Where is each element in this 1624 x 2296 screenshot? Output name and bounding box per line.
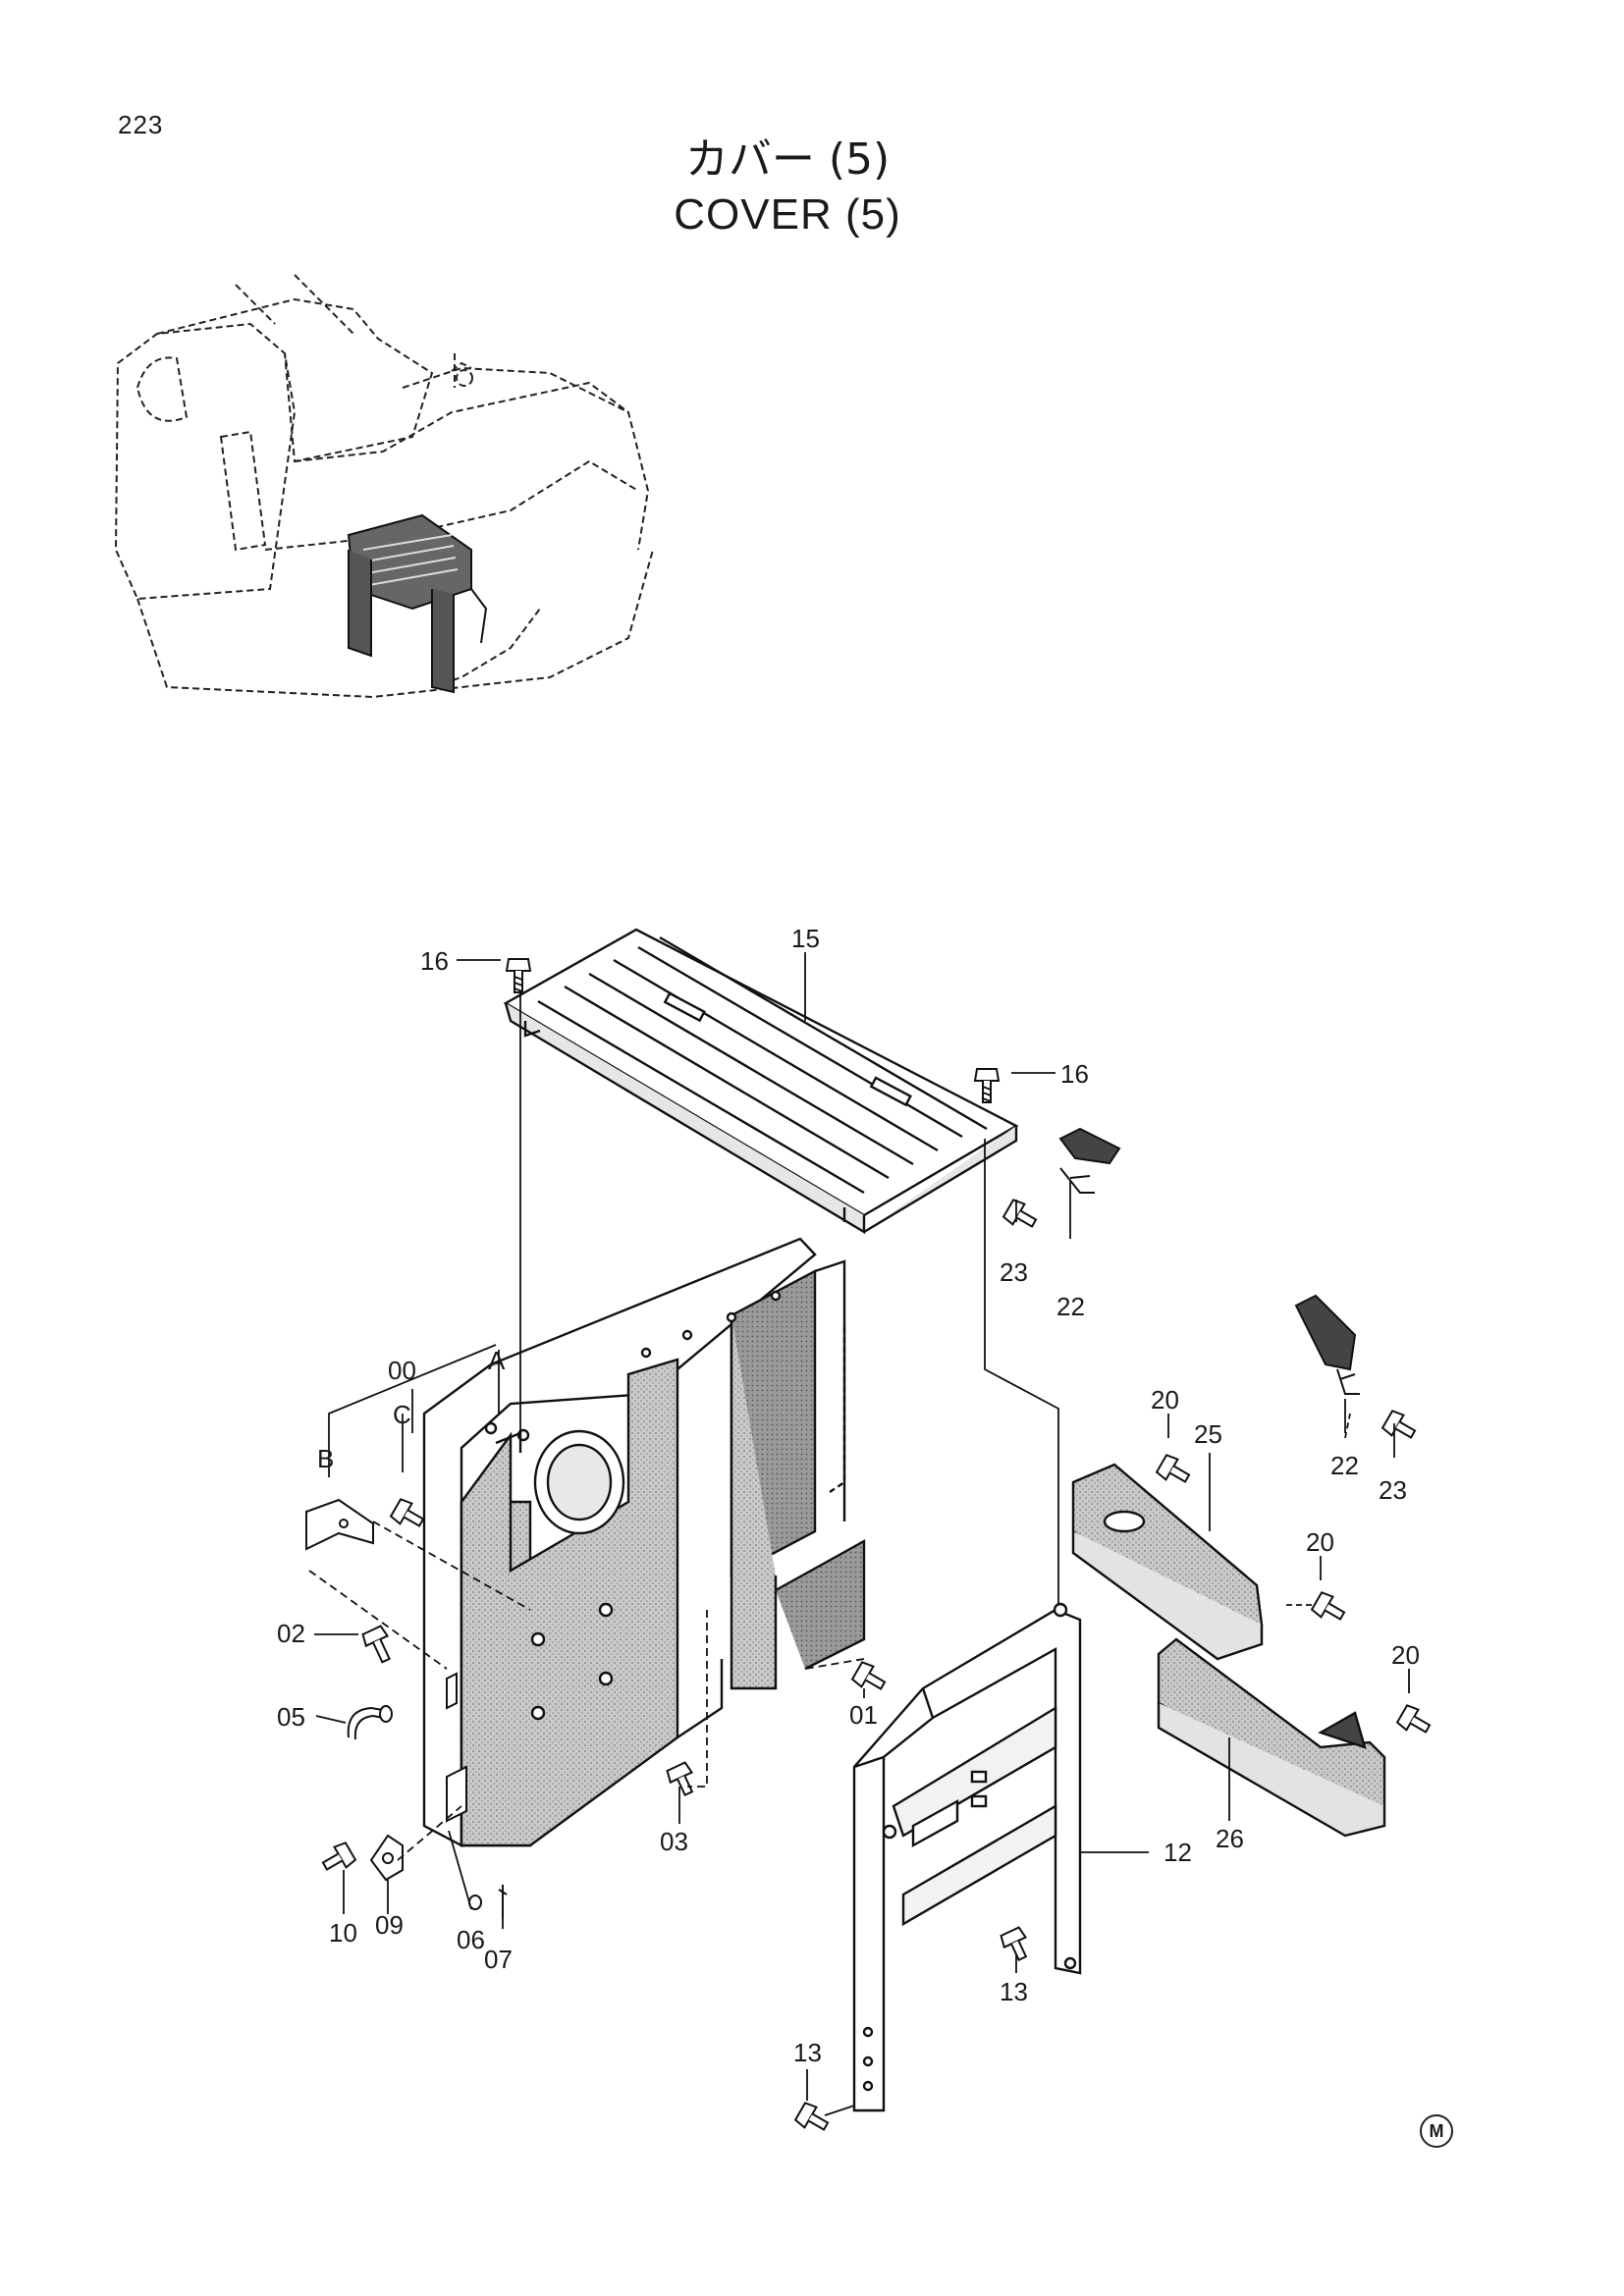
- callout-labels: 16 15 16 23 22 00 A C B 20 25 22 23 20 2…: [277, 924, 1420, 2067]
- callout-12: 12: [1164, 1838, 1192, 1867]
- callout-00: 00: [388, 1356, 416, 1385]
- callout-05: 05: [277, 1702, 305, 1732]
- title-block: カバー (5) COVER (5): [0, 133, 1624, 242]
- callout-16: 16: [420, 946, 449, 976]
- part-05-hose: [347, 1705, 393, 1740]
- callout-06: 06: [457, 1925, 485, 1954]
- callout-13: 13: [1000, 1977, 1028, 2006]
- callout-16: 16: [1060, 1059, 1089, 1089]
- part-b-bracket: [305, 1498, 374, 1551]
- bolts: [321, 958, 1432, 2131]
- callout-25: 25: [1194, 1419, 1222, 1449]
- part-26-bracket: [1157, 1637, 1386, 1838]
- callout-22: 22: [1056, 1292, 1085, 1321]
- callout-02: 02: [277, 1619, 305, 1648]
- title-english: COVER (5): [674, 190, 901, 239]
- callout-C: C: [393, 1400, 411, 1429]
- part-12-side-frame: [852, 1602, 1082, 2112]
- callout-15: 15: [791, 924, 820, 953]
- callout-B: B: [317, 1444, 334, 1473]
- title-japanese: カバー (5): [684, 134, 891, 185]
- callout-22: 22: [1330, 1451, 1359, 1480]
- callout-13: 13: [793, 2038, 822, 2067]
- part-07-pin: [498, 1885, 508, 1919]
- callout-23: 23: [1000, 1257, 1028, 1287]
- part-22-clip-lower: [1294, 1294, 1360, 1395]
- page-number: 223: [118, 110, 164, 139]
- part-00-hinge-plate: [446, 1672, 467, 1823]
- leader-lines: [308, 952, 1410, 2116]
- callout-03: 03: [660, 1827, 688, 1856]
- callout-A: A: [488, 1346, 506, 1375]
- main-panel-frame: [422, 1237, 866, 1847]
- part-25-bracket: [1071, 1463, 1264, 1661]
- part-09-latch: [369, 1834, 404, 1882]
- callout-26: 26: [1216, 1824, 1244, 1853]
- callout-20: 20: [1151, 1385, 1179, 1415]
- callout-09: 09: [375, 1910, 404, 1940]
- model-mark-badge: M: [1420, 2114, 1453, 2148]
- part-22-clip-upper: [1058, 1127, 1121, 1194]
- callout-07: 07: [484, 1945, 513, 1974]
- callout-10: 10: [329, 1918, 357, 1948]
- part-15-top-grille: [503, 928, 1019, 1235]
- machine-cover-highlight: [347, 513, 488, 694]
- callout-20: 20: [1391, 1640, 1420, 1670]
- machine-overview: [114, 274, 654, 699]
- callout-23: 23: [1379, 1475, 1407, 1505]
- callout-01: 01: [849, 1700, 878, 1730]
- callout-20: 20: [1306, 1527, 1334, 1557]
